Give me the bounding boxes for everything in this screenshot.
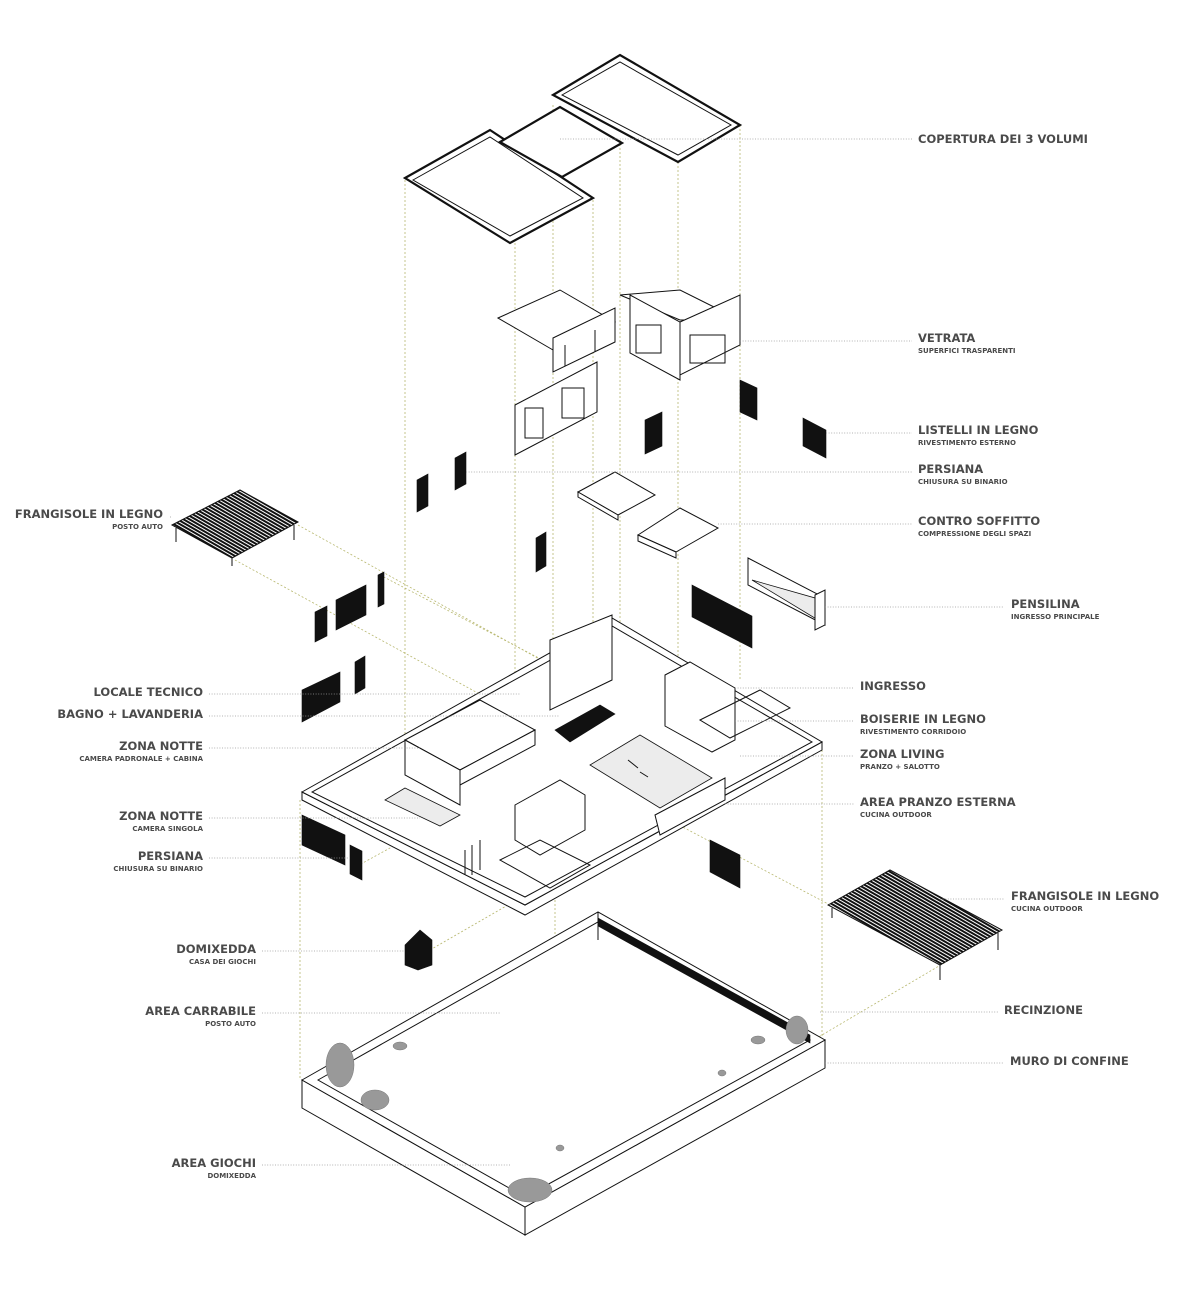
pergola-posto-auto bbox=[170, 489, 300, 566]
sublabel-area-giochi: DOMIXEDDA bbox=[207, 1172, 256, 1180]
label-persiana-left: PERSIANA bbox=[138, 849, 203, 863]
label-copertura: COPERTURA DEI 3 VOLUMI bbox=[918, 132, 1088, 146]
sublabel-boiserie: RIVESTIMENTO CORRIDOIO bbox=[860, 728, 966, 736]
labels-left: FRANGISOLE IN LEGNO POSTO AUTO LOCALE TE… bbox=[15, 507, 257, 1180]
sublabel-listelli: RIVESTIMENTO ESTERNO bbox=[918, 439, 1016, 447]
label-zona-notte-2: ZONA NOTTE bbox=[119, 809, 203, 823]
sublabel-frangisole-left: POSTO AUTO bbox=[112, 523, 163, 531]
sublabel-controsoffitto: COMPRESSIONE DEGLI SPAZI bbox=[918, 530, 1031, 538]
playhouse bbox=[404, 929, 433, 971]
site-plot bbox=[300, 911, 827, 1236]
label-controsoffitto: CONTRO SOFFITTO bbox=[918, 514, 1040, 528]
label-recinzione: RECINZIONE bbox=[1004, 1003, 1083, 1017]
label-muro: MURO DI CONFINE bbox=[1010, 1054, 1129, 1068]
sublabel-frangisole-right: CUCINA OUTDOOR bbox=[1011, 905, 1083, 913]
label-frangisole-right: FRANGISOLE IN LEGNO bbox=[1011, 889, 1159, 903]
sublabel-pranzo: CUCINA OUTDOOR bbox=[860, 811, 932, 819]
label-bagno: BAGNO + LAVANDERIA bbox=[57, 707, 203, 721]
label-zona-notte-1: ZONA NOTTE bbox=[119, 739, 203, 753]
leader-lines bbox=[170, 138, 1004, 1166]
sublabel-area-carrabile: POSTO AUTO bbox=[205, 1020, 256, 1028]
label-vetrata: VETRATA bbox=[918, 331, 975, 345]
sublabel-persiana: CHIUSURA SU BINARIO bbox=[918, 478, 1008, 486]
sublabel-vetrata: SUPERFICI TRASPARENTI bbox=[918, 347, 1016, 355]
label-domixedda: DOMIXEDDA bbox=[176, 942, 256, 956]
false-ceilings bbox=[576, 471, 720, 559]
sublabel-domixedda: CASA DEI GIOCHI bbox=[189, 958, 256, 966]
sublabel-persiana-left: CHIUSURA SU BINARIO bbox=[113, 865, 203, 873]
label-listelli: LISTELLI IN LEGNO bbox=[918, 423, 1039, 437]
sublabel-living: PRANZO + SALOTTO bbox=[860, 763, 940, 771]
shutter-panels bbox=[301, 361, 827, 889]
sublabel-zona-notte-2: CAMERA SINGOLA bbox=[132, 825, 203, 833]
label-persiana: PERSIANA bbox=[918, 462, 983, 476]
label-area-giochi: AREA GIOCHI bbox=[172, 1156, 256, 1170]
labels-right: COPERTURA DEI 3 VOLUMI VETRATA SUPERFICI… bbox=[860, 132, 1159, 1068]
label-ingresso: INGRESSO bbox=[860, 679, 926, 693]
label-frangisole-left: FRANGISOLE IN LEGNO bbox=[15, 507, 163, 521]
pergola-cucina-outdoor bbox=[826, 869, 1004, 980]
glazing-elements bbox=[496, 289, 741, 381]
entrance-canopy bbox=[747, 557, 826, 631]
label-locale-tecnico: LOCALE TECNICO bbox=[94, 685, 204, 699]
label-pranzo: AREA PRANZO ESTERNA bbox=[860, 795, 1016, 809]
sublabel-pensilina: INGRESSO PRINCIPALE bbox=[1011, 613, 1100, 621]
roof-plates bbox=[402, 53, 743, 245]
sublabel-zona-notte-1: CAMERA PADRONALE + CABINA bbox=[79, 755, 203, 763]
ground-floor-plan bbox=[300, 614, 824, 916]
label-area-carrabile: AREA CARRABILE bbox=[145, 1004, 256, 1018]
label-boiserie: BOISERIE IN LEGNO bbox=[860, 712, 986, 726]
label-living: ZONA LIVING bbox=[860, 747, 945, 761]
label-pensilina: PENSILINA bbox=[1011, 597, 1080, 611]
